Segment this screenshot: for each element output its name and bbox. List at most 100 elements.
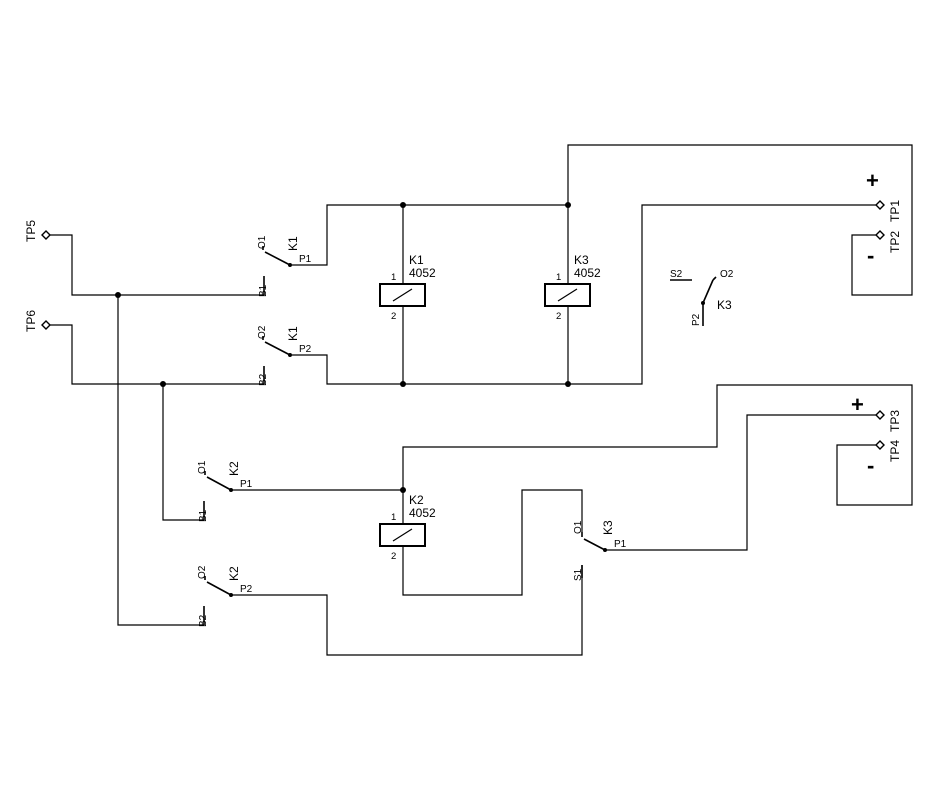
contact-ref: K3 <box>717 298 732 312</box>
wire-k2-p1 <box>232 384 913 506</box>
contact-b-label: B1 <box>258 284 269 297</box>
wire-k2-p2-to-k3-s1 <box>232 565 583 656</box>
contact-s-label: S1 <box>573 568 584 581</box>
test-point-diamond-icon <box>875 440 885 450</box>
test-point-diamond-icon <box>875 230 885 240</box>
test-point-tp6: TP6 <box>24 310 51 332</box>
contact-blade <box>702 279 714 304</box>
contact-blade <box>206 476 232 491</box>
coil-pin-2: 2 <box>391 311 396 322</box>
contact-blade <box>206 581 232 596</box>
wire-k2-coil-bottom <box>402 489 583 596</box>
tp4-label: TP4 <box>888 440 902 462</box>
contact-o-label: O2 <box>257 325 268 339</box>
coil-value: 4052 <box>574 266 601 280</box>
tp6-label: TP6 <box>24 310 38 332</box>
plus-marker-top: + <box>866 168 879 193</box>
test-point-diamond-icon <box>41 230 51 240</box>
junction-dot <box>400 202 406 208</box>
junctions <box>115 202 571 493</box>
tp2-label: TP2 <box>888 231 902 253</box>
relay-coil-k1: 1 2 K1 4052 <box>379 253 436 322</box>
contact-k3-a: O1 K3 P1 S1 <box>573 520 627 581</box>
contact-b-label: B1 <box>198 509 209 522</box>
wire-tp5-to-k2-b2 <box>117 295 204 626</box>
wire-tp5 <box>50 234 264 296</box>
contact-o-label: O2 <box>720 269 734 280</box>
contact-pivot <box>288 263 292 267</box>
test-point-tp4: TP4 <box>875 440 902 462</box>
contact-o-label: O1 <box>573 520 584 534</box>
contact-ref: K2 <box>227 461 241 476</box>
contact-o-label: O1 <box>197 460 208 474</box>
contact-p-label: P2 <box>691 313 702 326</box>
contact-pivot <box>701 301 705 305</box>
contact-p-label: P1 <box>299 254 312 265</box>
contact-blade <box>264 251 291 266</box>
contact-k3-b: S2 O2 P2 K3 <box>670 269 734 326</box>
relay-coil-k2: 1 2 K2 4052 <box>379 493 436 562</box>
test-point-diamond-icon <box>41 320 51 330</box>
contact-blade <box>264 341 291 356</box>
junction-dot <box>115 292 121 298</box>
contact-stub-o <box>712 276 717 281</box>
tp1-label: TP1 <box>888 200 902 222</box>
coil-pin-2: 2 <box>556 311 561 322</box>
test-point-diamond-icon <box>875 410 885 420</box>
junction-dot <box>565 381 571 387</box>
coil-body <box>379 283 426 307</box>
contact-b-label: B2 <box>258 373 269 386</box>
coil-pin-2: 2 <box>391 551 396 562</box>
junction-dot <box>400 487 406 493</box>
coil-pin-1: 1 <box>556 272 561 283</box>
coil-slash <box>557 288 578 302</box>
plus-marker-bottom: + <box>851 392 864 417</box>
contact-ref: K3 <box>601 520 615 535</box>
coil-slash <box>392 288 413 302</box>
contact-k2-b: O2 K2 P2 B2 <box>197 565 253 627</box>
contact-o-label: O2 <box>197 565 208 579</box>
tp3-label: TP3 <box>888 410 902 432</box>
wires <box>50 144 913 656</box>
contact-pivot <box>288 353 292 357</box>
relay-coil-k3: 1 2 K3 4052 <box>544 253 601 322</box>
contact-o-label: O1 <box>257 235 268 249</box>
contact-b-label: B2 <box>198 614 209 627</box>
test-point-tp3: TP3 <box>875 410 902 432</box>
test-point-tp1: TP1 <box>875 200 902 222</box>
wire-k3-p1-to-tp3 <box>606 414 876 551</box>
test-point-diamond-icon <box>875 200 885 210</box>
test-point-tp2: TP2 <box>875 230 902 253</box>
minus-marker-top: - <box>867 243 874 268</box>
contact-pivot <box>603 548 607 552</box>
contact-s-label: S2 <box>670 269 683 280</box>
contact-blade <box>583 538 606 551</box>
wire-k1-p2-bus <box>292 204 876 385</box>
contact-k1-b: O2 K1 P2 B2 <box>257 325 312 386</box>
coil-slash <box>392 528 413 542</box>
contact-p-label: P1 <box>240 479 253 490</box>
junction-dot <box>160 381 166 387</box>
junction-dot <box>565 202 571 208</box>
coil-value: 4052 <box>409 506 436 520</box>
contact-k2-a: O1 K2 P1 B1 <box>197 460 253 522</box>
coil-ref: K1 <box>409 253 424 267</box>
coil-body <box>379 523 426 547</box>
coil-value: 4052 <box>409 266 436 280</box>
contact-pivot <box>229 593 233 597</box>
minus-marker-bottom: - <box>867 453 874 478</box>
contact-p-label: P2 <box>299 344 312 355</box>
coil-pin-1: 1 <box>391 272 396 283</box>
tp5-label: TP5 <box>24 220 38 242</box>
junction-dot <box>400 381 406 387</box>
coil-ref: K2 <box>409 493 424 507</box>
wire-k1-p1-bus <box>292 144 913 296</box>
contact-ref: K1 <box>286 326 300 341</box>
contact-p-label: P2 <box>240 584 253 595</box>
coil-body <box>544 283 591 307</box>
coil-pin-1: 1 <box>391 512 396 523</box>
contact-ref: K1 <box>286 236 300 251</box>
contact-k1-a: O1 K1 P1 B1 <box>257 235 312 297</box>
wire-tp6 <box>50 324 264 385</box>
